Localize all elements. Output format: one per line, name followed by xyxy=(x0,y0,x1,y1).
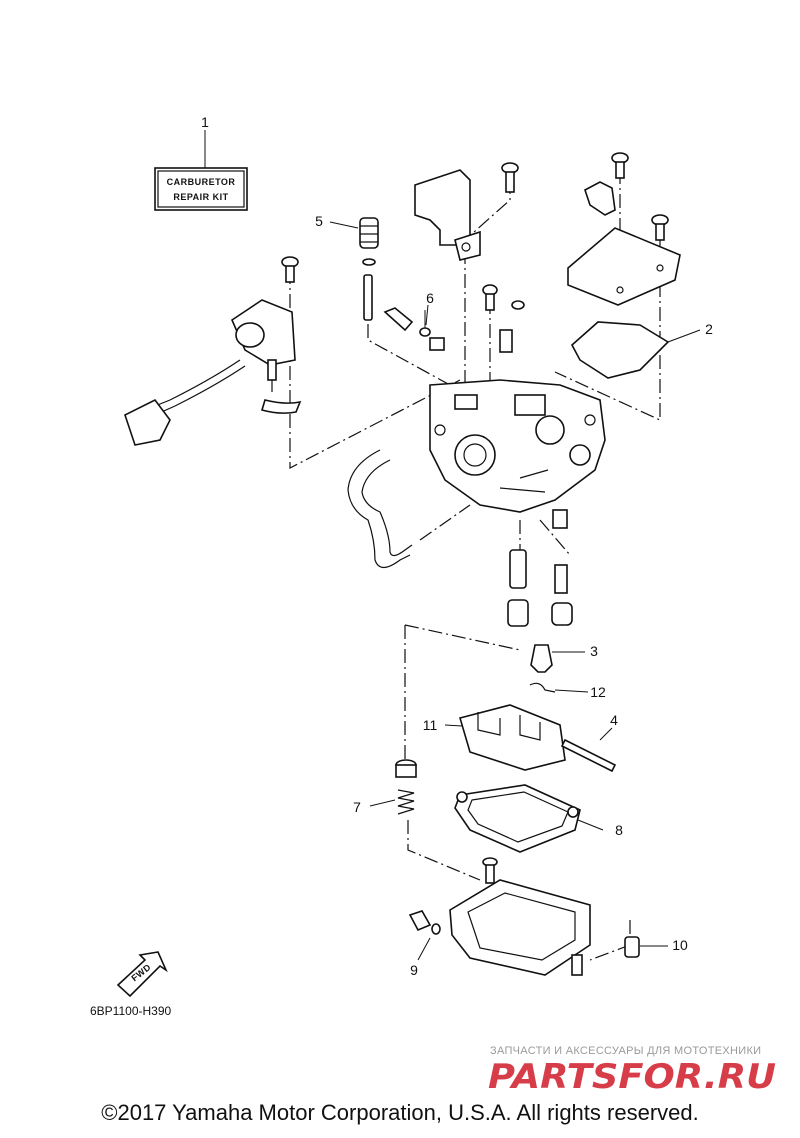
screw-top xyxy=(501,162,519,193)
kit-label-line1: CARBURETOR xyxy=(167,177,236,187)
callout-numbers: 1 2 3 4 5 6 7 8 9 10 11 12 xyxy=(201,114,713,978)
callout-5: 5 xyxy=(315,213,323,229)
screw-part-10 xyxy=(624,936,668,958)
drain-screw-part-9 xyxy=(408,910,441,961)
callout-9: 9 xyxy=(410,962,418,978)
float-bowl xyxy=(449,857,591,976)
callout-10: 10 xyxy=(672,937,688,953)
gasket-part-2 xyxy=(570,321,701,379)
jets xyxy=(507,509,573,627)
callout-1: 1 xyxy=(201,114,209,130)
clip-part-12 xyxy=(529,682,589,693)
callout-4: 4 xyxy=(610,712,618,728)
callout-2: 2 xyxy=(705,321,713,337)
carburetor-body xyxy=(429,379,606,513)
float-part-11 xyxy=(444,704,566,771)
callout-3: 3 xyxy=(590,643,598,659)
needle-valve-part-3 xyxy=(530,644,585,673)
bowl-gasket-part-8 xyxy=(454,784,604,853)
repair-kit-label: CARBURETOR REPAIR KIT xyxy=(154,130,248,211)
callout-8: 8 xyxy=(615,822,623,838)
o-ring-part-6 xyxy=(419,310,431,337)
kit-label-line2: REPAIR KIT xyxy=(173,192,228,202)
spring-part-7 xyxy=(369,759,417,815)
cover-plate xyxy=(567,152,681,306)
fwd-arrow-icon: FWD xyxy=(116,951,168,998)
callout-11: 11 xyxy=(423,717,438,733)
fitting-part-5 xyxy=(359,217,379,321)
callout-6: 6 xyxy=(426,290,434,306)
idle-screw xyxy=(383,284,525,353)
fuel-hose xyxy=(347,449,413,569)
float-pin-part-4 xyxy=(560,727,617,773)
enrichener-assembly xyxy=(124,256,302,446)
watermark-tagline: ЗАПЧАСТИ И АКСЕССУАРЫ ДЛЯ МОТОТЕХНИКИ xyxy=(490,1045,761,1057)
callout-leaders xyxy=(329,221,429,326)
callout-12: 12 xyxy=(590,684,606,700)
diagram-code: 6BP1100-H390 xyxy=(90,1004,171,1018)
copyright-notice: ©2017 Yamaha Motor Corporation, U.S.A. A… xyxy=(101,1100,699,1125)
callout-7: 7 xyxy=(353,799,361,815)
watermark: ЗАПЧАСТИ И АКСЕССУАРЫ ДЛЯ МОТОТЕХНИКИ PA… xyxy=(488,1045,776,1097)
choke-bracket xyxy=(414,162,519,261)
watermark-logo: PARTSFOR.RU xyxy=(488,1057,776,1097)
